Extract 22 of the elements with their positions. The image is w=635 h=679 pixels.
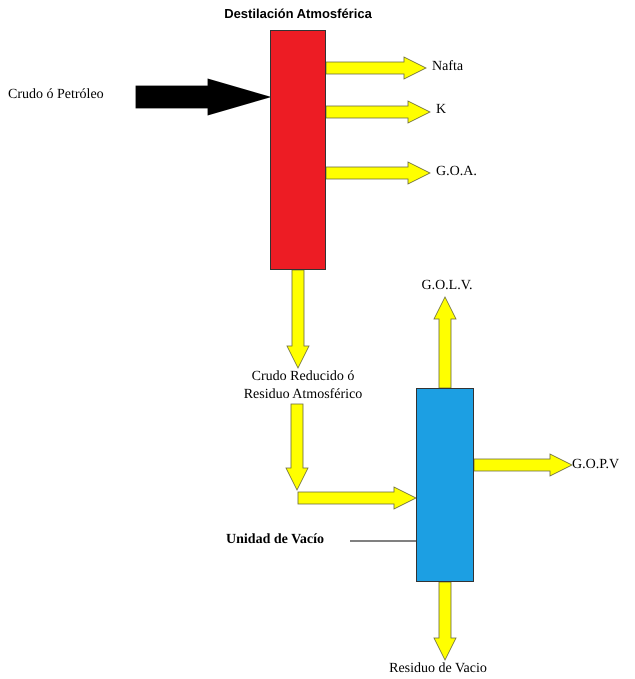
arrow (286, 270, 310, 369)
vacuum-column (416, 388, 474, 582)
column-heading: Destilación Atmosférica (224, 6, 372, 21)
stream-label: Residuo de Vacio (374, 660, 502, 678)
arrow (285, 404, 309, 491)
stream-label: Nafta (432, 58, 482, 76)
stream-label: K (436, 101, 456, 119)
arrow (298, 486, 417, 510)
arrow (326, 56, 427, 80)
stream-label: G.O.L.V. (410, 277, 484, 295)
arrow (326, 161, 431, 185)
stream-label: Unidad de Vacío (226, 531, 350, 549)
stream-label: Crudo Reducido ó Residuo Atmosférico (228, 368, 378, 404)
arrow (474, 453, 573, 477)
stream-label: G.O.A. (436, 163, 488, 181)
stream-label: Crudo ó Petróleo (8, 86, 136, 104)
arrow (136, 78, 272, 116)
arrow (433, 296, 457, 388)
leader-line (350, 540, 416, 542)
stream-label: G.O.P.V (572, 456, 632, 474)
arrow (433, 582, 457, 661)
arrow (326, 100, 431, 124)
